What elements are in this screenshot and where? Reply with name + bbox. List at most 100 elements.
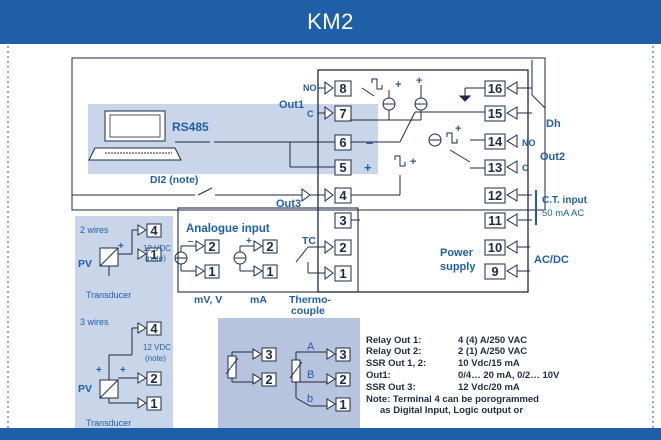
svg-text:16: 16 [488,81,502,96]
thermo-label: Thermo- [289,294,332,306]
rtd-a-label: A [307,341,315,353]
tr3-t2: 2 [150,371,157,386]
rtd2-t2: 2 [265,372,272,387]
rtd3-t2: 2 [339,372,346,387]
rs485-label: RS485 [172,120,209,134]
ai-plus-2: + [246,236,252,247]
svg-text:8: 8 [339,81,346,96]
title-bar: KM2 [0,0,661,44]
int-plus-3: + [410,156,416,168]
transducer-label-1: Transducer [86,290,131,300]
di2-wiring [72,187,325,202]
label-no-out1: NO [303,83,317,93]
pv-label-2: PV [78,383,92,395]
controller-outline [317,69,529,293]
outer-outline [71,57,546,211]
label-out1: Out1 [279,99,304,111]
svg-text:5: 5 [339,160,346,175]
svg-text:13: 13 [488,160,502,175]
analogue-input-title: Analogue input [186,223,270,235]
terminal-14: 14 [484,133,518,150]
transducer-3wire-wiring [99,327,138,404]
spec-value-0: 4 (4) A/250 VAC [458,335,527,346]
label-dh: Dh [546,118,561,130]
terminal-10: 10 [484,239,518,256]
internal-circuit [350,78,485,196]
int-plus-1: + [395,79,401,91]
spec-label-1: Relay Out 2: [366,346,421,357]
terminal-3: 3 [334,212,352,229]
spec-label-3: Out1: [366,370,391,381]
spec-value-4: 12 Vdc/20 mA [458,382,520,393]
terminal-13: 13 [484,159,518,176]
terminal-1: 1 [324,265,352,282]
label-out2: Out2 [540,151,565,163]
terminal-4: 4 [324,187,352,204]
rs485-plus: + [364,160,372,175]
ai-ma-t2: 2 [266,239,273,254]
svg-text:11: 11 [488,213,502,228]
computer-icon [88,110,182,161]
mv-v-label: mV, V [194,294,222,306]
tr3-t4: 4 [150,321,158,336]
rtd-b-lower-label: b [307,393,313,405]
svg-text:15: 15 [488,106,502,121]
svg-text:9: 9 [491,264,498,279]
tr2-t4: 4 [150,223,158,238]
tr3-vdc: 12 VDC [143,343,171,352]
svg-text:14: 14 [488,134,503,149]
rtd-terminals [252,347,351,412]
terminal-2: 2 [324,239,352,256]
label-c-out1: C [307,109,314,119]
spec-note-2: as Digital Input, Logic output or [380,405,523,416]
svg-text:2: 2 [339,240,346,255]
svg-text:7: 7 [339,106,346,121]
tr3-plus: + [120,365,126,376]
terminal-12: 12 [484,187,518,204]
power-label: Power [440,247,474,259]
spec-label-4: SSR Out 3: [366,382,416,393]
couple-label: couple [291,305,325,317]
int-plus-2: + [416,75,422,87]
svg-text:10: 10 [488,240,502,255]
rtd2-t3: 3 [265,347,272,362]
ai-ma-t1: 1 [266,264,273,279]
terminal-9: 9 [484,263,518,280]
three-wires-label: 3 wires [80,317,109,327]
spec-label-2: SSR Out 1, 2: [366,358,426,369]
transducer-3wire-terminals [137,321,162,411]
ai-minus-1: – [188,236,194,247]
pv-label-1: PV [78,258,92,270]
ct-range-label: 50 mA AC [542,208,584,219]
supply-label: supply [440,261,476,273]
rtd-b-label: B [307,369,314,381]
ct-input-label: C.T. input [542,195,588,206]
terminal-15: 15 [484,105,518,122]
transducer-label-2: Transducer [86,418,131,428]
analogue-sources [174,245,325,274]
di2-label: DI2 (note) [150,174,198,186]
label-c-out2: C [522,163,529,173]
analogue-block [177,207,359,293]
spec-label-0: Relay Out 1: [366,335,421,346]
terminal-5: 5 [334,159,352,176]
label-no-out2: NO [522,138,536,148]
spec-value-3: 0/4… 20 mA, 0/2… 10V [458,370,560,381]
two-wires-label: 2 wires [80,225,109,235]
ma-label: mA [250,294,267,306]
svg-text:6: 6 [339,135,346,150]
terminal-6: 6 [334,134,352,151]
terminal-11: 11 [484,212,518,229]
rs485-wiring [175,141,335,168]
svg-text:12: 12 [488,188,502,203]
dh-wiring [517,60,546,114]
rtd3-t3: 3 [339,347,346,362]
terminal-16: 16 [484,80,518,97]
ai-mv-t1: 1 [208,264,215,279]
ai-mv-t2: 2 [208,239,215,254]
rtd3-t1: 1 [339,397,346,412]
int-plus-4: + [455,123,461,135]
svg-text:4: 4 [339,188,347,203]
tr2-plus: + [118,241,124,252]
